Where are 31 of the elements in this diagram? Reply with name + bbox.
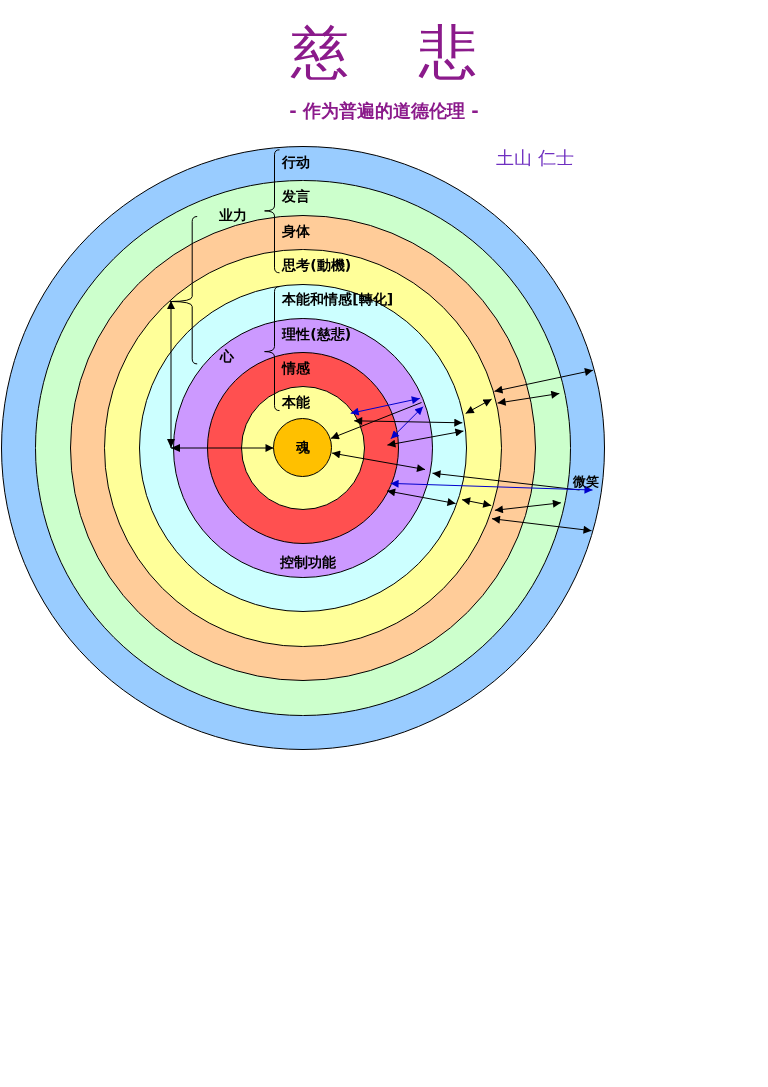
double-arrow	[491, 515, 592, 534]
double-arrow	[461, 497, 492, 508]
double-arrow	[386, 428, 464, 448]
double-arrow	[390, 479, 593, 494]
double-arrow	[390, 406, 424, 440]
ring-label: 身体	[282, 222, 311, 239]
double-arrow	[350, 396, 421, 416]
ring-label: 理性(慈悲)	[282, 325, 352, 342]
author-name: 土山 仁士	[496, 147, 574, 169]
double-arrow	[494, 368, 594, 394]
double-arrow	[494, 499, 562, 514]
group-label: 业力	[219, 206, 248, 223]
subtitle: - 作为普遍的道德伦理 -	[289, 100, 479, 122]
group-label: 心	[220, 348, 235, 365]
ring-label: 魂	[295, 439, 310, 455]
ring-label: 发言	[282, 188, 311, 205]
ring-label: 本能	[282, 393, 311, 410]
ring-label: 情感	[282, 360, 311, 377]
double-arrow	[497, 390, 560, 406]
arrow	[330, 402, 422, 440]
double-arrow	[167, 300, 274, 452]
text-label: 微笑	[573, 474, 599, 491]
double-arrow	[353, 416, 463, 427]
curly-brace	[170, 215, 199, 364]
double-arrow	[386, 488, 456, 506]
ring-label: 思考(動機)	[282, 256, 352, 273]
ring-label: 控制功能	[279, 554, 336, 571]
ring-label: 行动	[282, 153, 311, 170]
title: 慈 悲	[290, 23, 478, 81]
double-arrow	[331, 450, 426, 473]
double-arrow	[465, 398, 493, 414]
